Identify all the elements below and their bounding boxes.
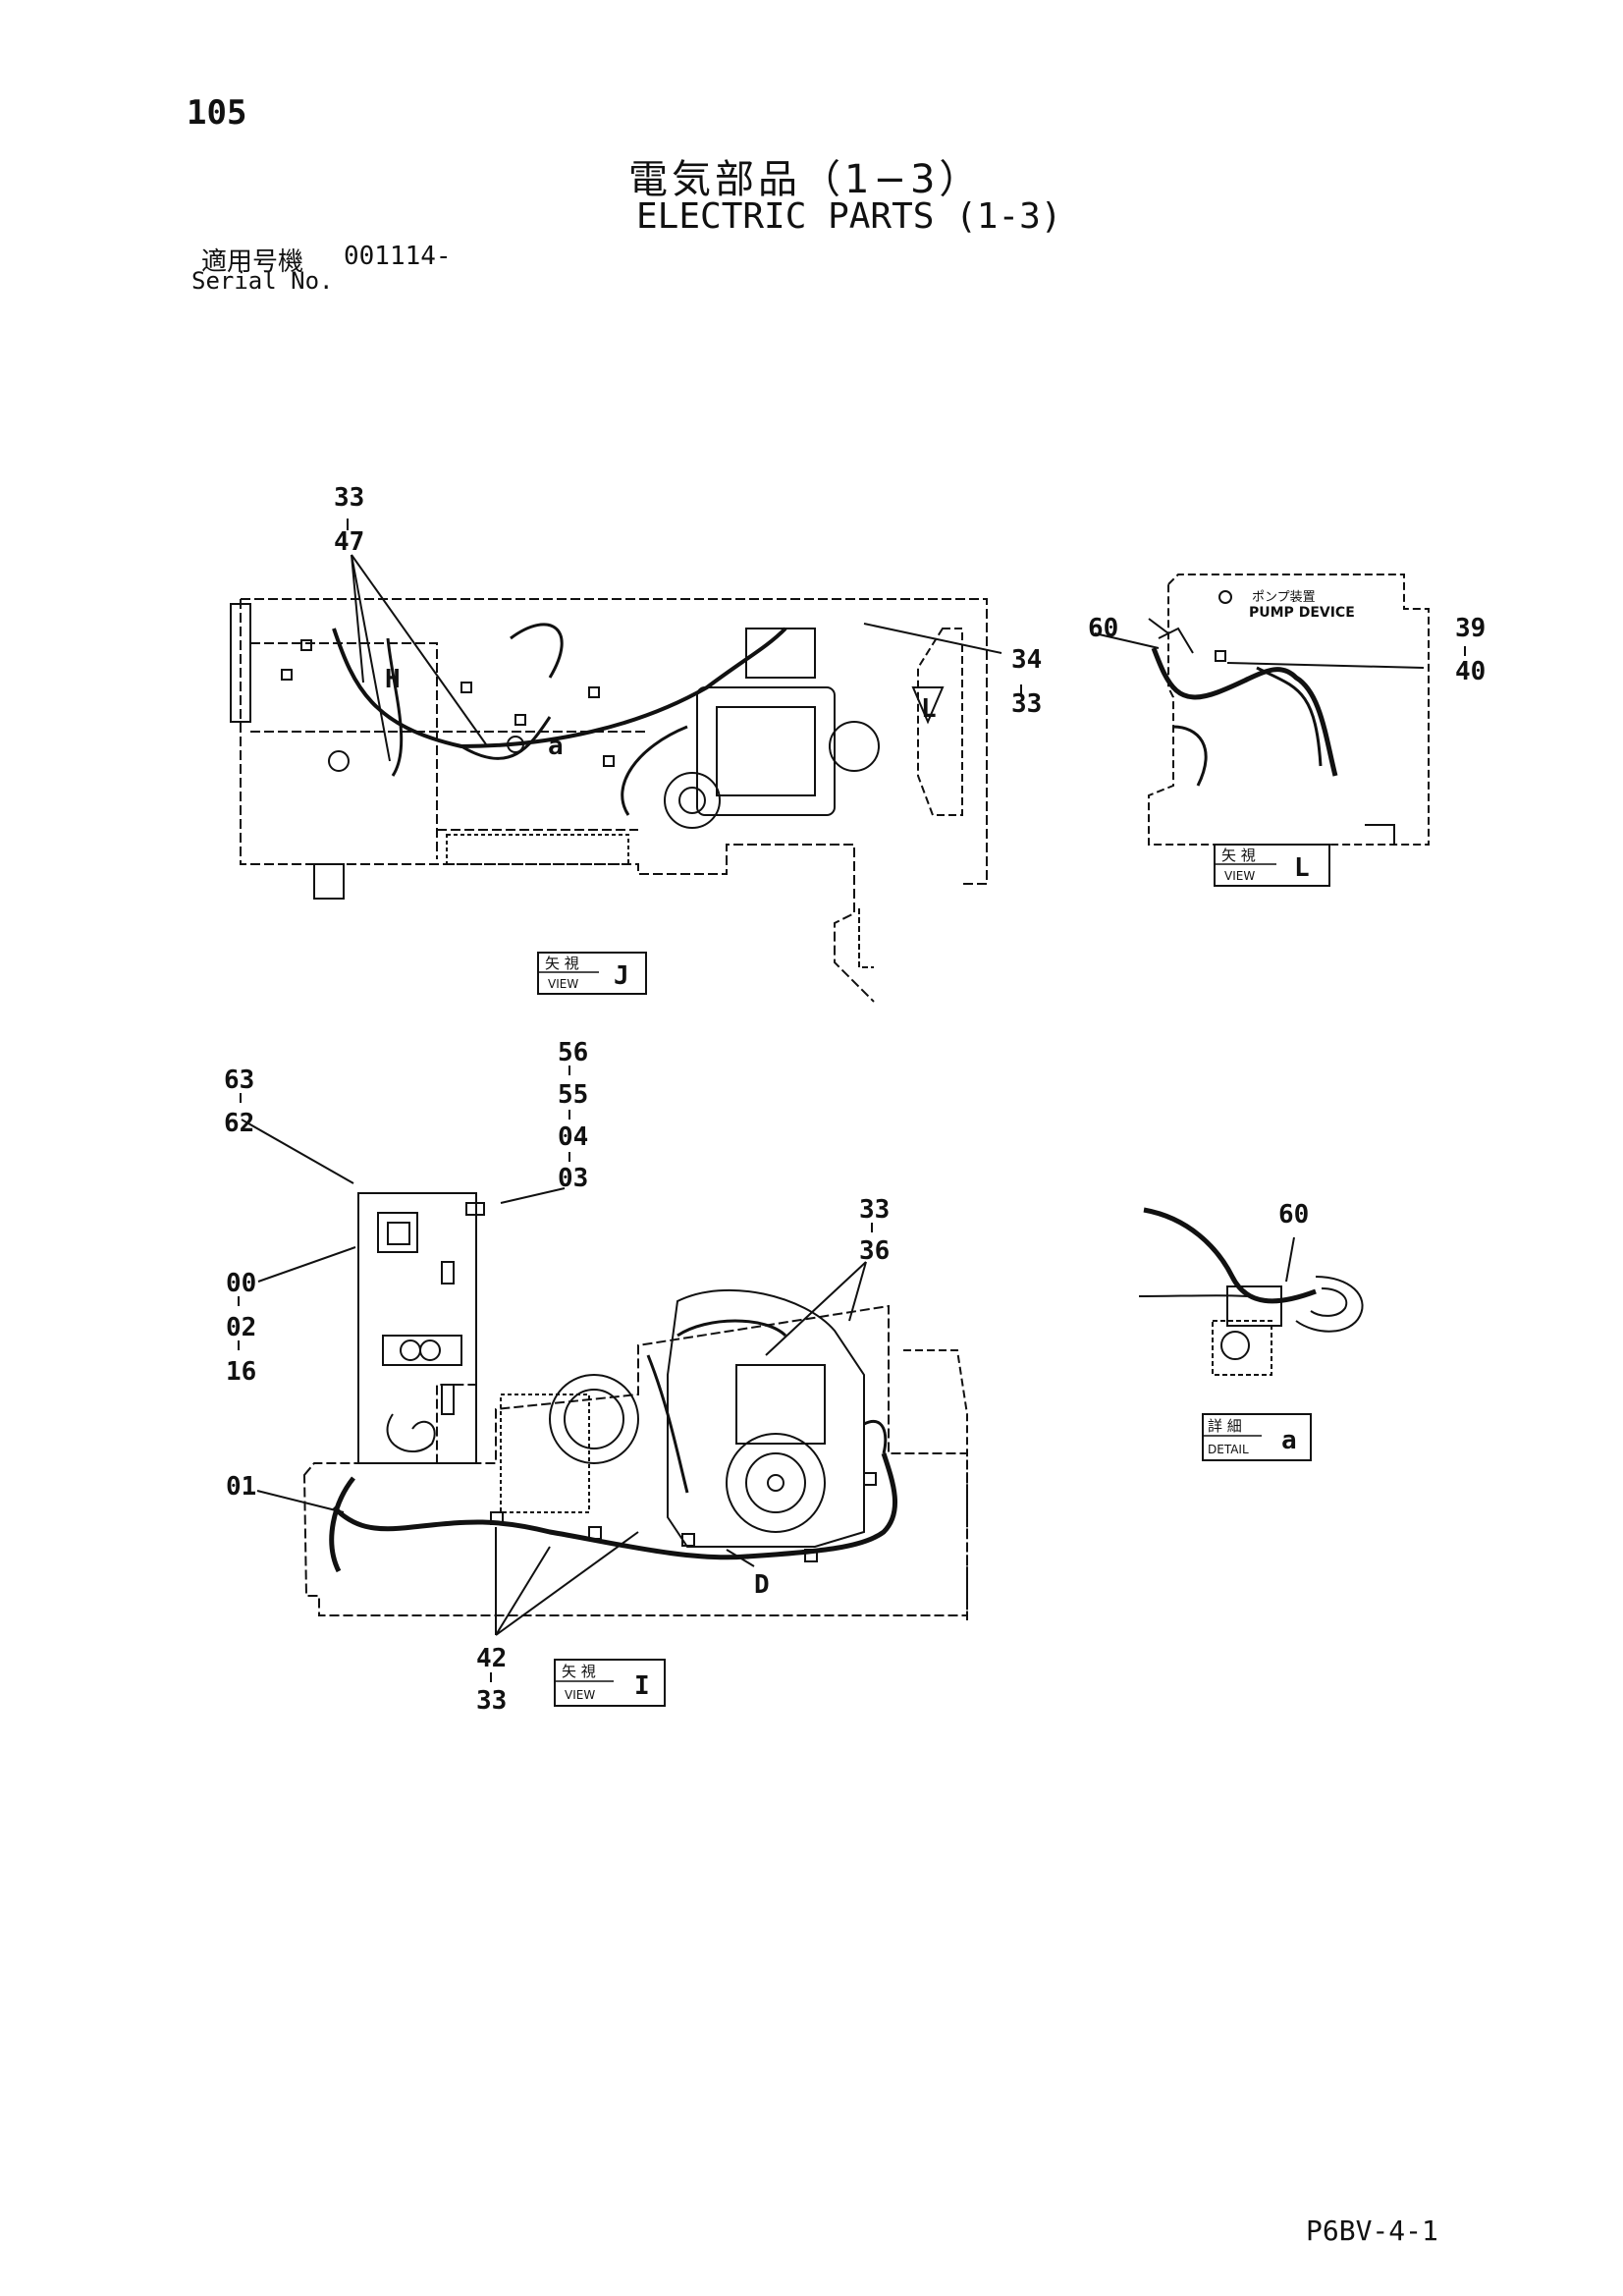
view-i-jp: 矢 視 xyxy=(562,1663,596,1680)
callout-60: 60 xyxy=(1088,614,1118,643)
callout-62: 62 xyxy=(224,1109,254,1138)
view-i-drawing xyxy=(241,1119,968,1636)
view-l-letter: L xyxy=(1294,853,1310,883)
serial-label-japanese: 適用号機 xyxy=(201,247,304,277)
callout-33: 33 xyxy=(859,1195,890,1225)
callout-34: 34 xyxy=(1011,645,1042,675)
page-title-japanese: 電気部品（1−3） xyxy=(628,157,983,202)
view-l-box: 矢 視 VIEW L xyxy=(1214,844,1330,887)
detail-a-box: 詳 細 DETAIL a xyxy=(1202,1413,1312,1461)
view-j-box: 矢 視 VIEW J xyxy=(537,952,647,995)
callout-04: 04 xyxy=(558,1122,588,1152)
callout-33: 33 xyxy=(1011,689,1042,719)
serial-label: Serial No. xyxy=(191,267,334,295)
page-title: ELECTRIC PARTS (1-3) xyxy=(636,196,1062,237)
pump-device-label-jp: ポンプ装置 xyxy=(1252,590,1316,605)
callout-47: 47 xyxy=(334,527,364,557)
view-j-letter: J xyxy=(614,961,629,991)
callout-33: 33 xyxy=(334,483,364,513)
detail-a-drawing xyxy=(1138,1207,1364,1376)
callout-55: 55 xyxy=(558,1080,588,1110)
view-l-en: VIEW xyxy=(1224,869,1255,883)
view-i-en: VIEW xyxy=(565,1688,595,1702)
detail-a-en: DETAIL xyxy=(1208,1443,1249,1456)
marker-l: L xyxy=(921,694,937,724)
callout-16: 16 xyxy=(226,1357,256,1387)
pump-device-label: PUMP DEVICE xyxy=(1249,605,1355,621)
document-code: P6BV-4-1 xyxy=(1306,2214,1438,2247)
callout-00: 00 xyxy=(226,1269,256,1298)
callout-numbers: 33 47 34 33 60 39 40 56 55 04 03 63 62 0… xyxy=(224,483,1486,1716)
callout-56: 56 xyxy=(558,1038,588,1067)
callout-36: 36 xyxy=(859,1236,890,1266)
view-j-jp: 矢 視 xyxy=(545,955,579,972)
view-i-letter: I xyxy=(634,1671,650,1701)
marker-d: D xyxy=(754,1570,770,1600)
page-number: 105 xyxy=(187,93,247,133)
view-j-en: VIEW xyxy=(548,977,578,991)
callout-03: 03 xyxy=(558,1164,588,1193)
callout-33: 33 xyxy=(476,1686,507,1716)
view-i-box: 矢 視 VIEW I xyxy=(554,1659,666,1707)
callout-42: 42 xyxy=(476,1644,507,1673)
marker-a: a xyxy=(548,732,564,761)
callout-60: 60 xyxy=(1278,1200,1309,1230)
serial-number-value: 001114- xyxy=(344,242,452,271)
detail-a-letter: a xyxy=(1281,1426,1297,1455)
view-l-jp: 矢 視 xyxy=(1221,847,1256,864)
callout-63: 63 xyxy=(224,1066,254,1095)
callout-40: 40 xyxy=(1455,657,1486,686)
detail-a-jp: 詳 細 xyxy=(1208,1417,1242,1435)
view-j-drawing xyxy=(230,554,1002,1003)
marker-h: H xyxy=(385,665,401,694)
callout-39: 39 xyxy=(1455,614,1486,643)
callout-01: 01 xyxy=(226,1472,256,1502)
callout-02: 02 xyxy=(226,1313,256,1342)
